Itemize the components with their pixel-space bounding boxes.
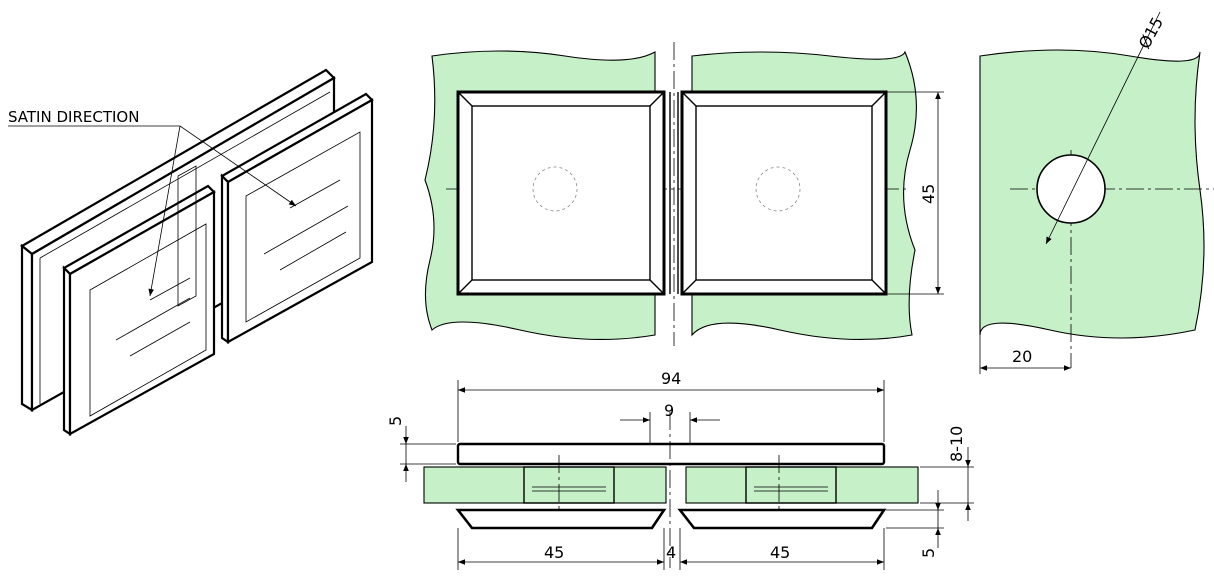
dim-overall-length: 94 xyxy=(661,369,681,388)
dim-left-width: 45 xyxy=(544,543,564,562)
dim-glass-thickness: 8-10 xyxy=(947,426,966,462)
dim-bottom-thickness: 5 xyxy=(919,548,938,558)
bottom-view: 94 9 45 4 45 5 8-10 xyxy=(386,369,974,570)
dim-gap: 4 xyxy=(666,543,676,562)
side-view: Ø15 20 xyxy=(979,11,1214,374)
satin-direction-label: SATIN DIRECTION xyxy=(8,108,139,126)
glass-hole xyxy=(1036,154,1106,224)
bottom-top-plate xyxy=(456,442,886,466)
bottom-right-clamp xyxy=(677,508,887,530)
front-right-plate xyxy=(680,90,888,296)
dim-hole-diameter: Ø15 xyxy=(1135,14,1167,52)
front-view: 45 xyxy=(424,42,944,346)
front-left-plate xyxy=(456,90,666,296)
right-clamp-plate xyxy=(220,92,374,345)
dim-hole-edge-distance: 20 xyxy=(1012,347,1032,366)
dim-center-offset: 9 xyxy=(664,401,674,420)
isometric-view: SATIN DIRECTION xyxy=(8,68,374,437)
left-glass-section xyxy=(423,466,667,504)
dim-right-width: 45 xyxy=(770,543,790,562)
right-glass-section xyxy=(685,466,919,504)
dim-plate-height: 45 xyxy=(919,184,938,204)
bottom-left-clamp xyxy=(455,508,667,530)
dim-top-thickness: 5 xyxy=(386,416,405,426)
